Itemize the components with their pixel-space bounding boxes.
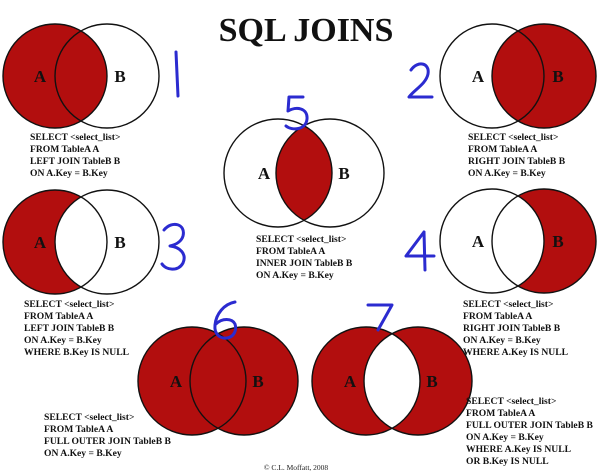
set-b-label: B <box>252 372 263 391</box>
sql-line: ON A.Key = B.Key <box>30 168 108 179</box>
sql-right-join: SELECT <select_list> FROM TableA A RIGHT… <box>468 132 566 179</box>
sql-right-join-null: SELECT <select_list> FROM TableA A RIGHT… <box>463 299 568 358</box>
venn-circle-a <box>439 23 545 129</box>
sql-line: FROM TableA A <box>30 144 99 155</box>
venn-right-join-null: A B <box>439 188 597 294</box>
sql-line: SELECT <select_list> <box>30 132 120 143</box>
copyright-notice: © C.L. Moffatt, 2008 <box>264 463 329 472</box>
annotation-1-icon <box>174 50 180 98</box>
venn-left-join: A B <box>2 23 160 129</box>
venn-intersection <box>364 327 420 435</box>
sql-line: ON A.Key = B.Key <box>468 168 546 179</box>
sql-full-outer-join: SELECT <select_list> FROM TableA A FULL … <box>44 412 171 459</box>
set-a-label: A <box>344 372 357 391</box>
sql-line: SELECT <select_list> <box>463 299 553 310</box>
venn-circle-b <box>190 327 298 435</box>
sql-line: OR B.Key IS NULL <box>466 456 549 467</box>
sql-line: ON A.Key = B.Key <box>466 432 544 443</box>
annotation-6-icon <box>213 300 238 340</box>
set-b-label: B <box>114 67 125 86</box>
venn-left-join-null: A B <box>2 189 160 295</box>
venn-full-outer-join-null: A B <box>311 326 473 436</box>
sql-line: FULL OUTER JOIN TableB B <box>466 420 593 431</box>
set-a-label: A <box>472 67 485 86</box>
sql-line: SELECT <select_list> <box>24 299 114 310</box>
sql-line: ON A.Key = B.Key <box>24 335 102 346</box>
set-a-label: A <box>170 372 183 391</box>
sql-full-outer-join-null: SELECT <select_list> FROM TableA A FULL … <box>466 396 593 467</box>
set-b-label: B <box>114 233 125 252</box>
sql-line: FROM TableA A <box>256 246 325 257</box>
sql-line: WHERE A.Key IS NULL <box>466 444 571 455</box>
sql-line: SELECT <select_list> <box>466 396 556 407</box>
sql-left-join-null: SELECT <select_list> FROM TableA A LEFT … <box>24 299 129 358</box>
venn-inner-join: A B <box>223 118 385 228</box>
venn-intersection <box>276 119 332 227</box>
set-b-label: B <box>552 232 563 251</box>
annotation-3-icon <box>160 222 186 271</box>
sql-line: WHERE B.Key IS NULL <box>24 347 129 358</box>
sql-line: RIGHT JOIN TableB B <box>463 323 561 334</box>
annotation-4-icon <box>404 230 436 272</box>
set-a-label: A <box>472 232 485 251</box>
set-b-label: B <box>552 67 563 86</box>
sql-left-join: SELECT <select_list> FROM TableA A LEFT … <box>30 132 121 179</box>
set-b-label: B <box>338 164 349 183</box>
page-title: SQL JOINS <box>219 12 394 49</box>
sql-line: SELECT <select_list> <box>44 412 134 423</box>
sql-line: LEFT JOIN TableB B <box>24 323 115 334</box>
sql-line: FROM TableA A <box>468 144 537 155</box>
venn-circle-b <box>54 189 160 295</box>
sql-line: LEFT JOIN TableB B <box>30 156 121 167</box>
sql-line: ON A.Key = B.Key <box>44 448 122 459</box>
sql-line: FROM TableA A <box>463 311 532 322</box>
sql-line: SELECT <select_list> <box>256 234 346 245</box>
sql-line: FROM TableA A <box>44 424 113 435</box>
annotation-7-icon <box>366 303 394 332</box>
venn-circle-a <box>439 188 545 294</box>
sql-line: FULL OUTER JOIN TableB B <box>44 436 171 447</box>
sql-inner-join: SELECT <select_list> FROM TableA A INNER… <box>256 234 353 281</box>
annotation-2-icon <box>407 62 434 99</box>
annotation-5-icon <box>284 95 309 131</box>
sql-line: ON A.Key = B.Key <box>256 270 334 281</box>
set-b-label: B <box>426 372 437 391</box>
sql-line: SELECT <select_list> <box>468 132 558 143</box>
venn-circle-a <box>223 118 333 228</box>
sql-line: INNER JOIN TableB B <box>256 258 353 269</box>
sql-line: WHERE A.Key IS NULL <box>463 347 568 358</box>
venn-circle-b <box>54 23 160 129</box>
set-a-label: A <box>258 164 271 183</box>
sql-line: FROM TableA A <box>466 408 535 419</box>
venn-right-join: A B <box>439 23 597 129</box>
sql-line: FROM TableA A <box>24 311 93 322</box>
sql-line: ON A.Key = B.Key <box>463 335 541 346</box>
sql-line: RIGHT JOIN TableB B <box>468 156 566 167</box>
venn-circle-b <box>275 118 385 228</box>
set-a-label: A <box>34 67 47 86</box>
set-a-label: A <box>34 233 47 252</box>
venn-full-outer-join: A B <box>137 326 299 436</box>
